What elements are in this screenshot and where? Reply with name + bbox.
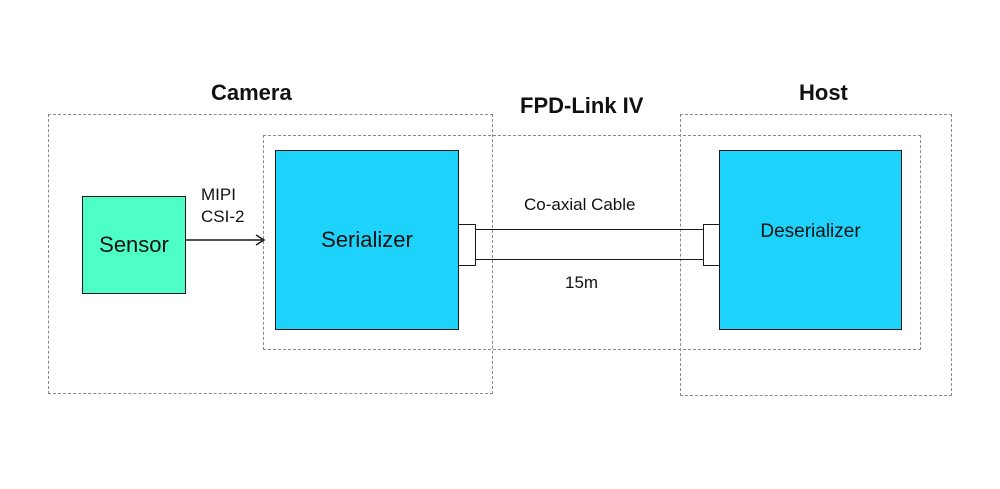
sensor-label: Sensor xyxy=(99,232,169,257)
coax-cable-label: Co-axial Cable xyxy=(524,195,636,214)
mipi-arrow xyxy=(186,234,266,246)
camera-label: Camera xyxy=(211,80,292,105)
host-boundary xyxy=(680,114,952,396)
mipi-csi2-label: MIPI CSI-2 xyxy=(201,184,244,228)
mipi-label-line1: MIPI xyxy=(201,185,236,204)
deserializer-block: Deserializer xyxy=(719,150,902,330)
fpd-link-boundary xyxy=(263,135,921,350)
mipi-label-line2: CSI-2 xyxy=(201,207,245,226)
sensor-block: Sensor xyxy=(82,196,186,294)
deserializer-label: Deserializer xyxy=(760,221,861,242)
fpd-link-label: FPD-Link IV xyxy=(520,93,644,118)
serializer-block: Serializer xyxy=(275,150,459,330)
coax-cable-top-line xyxy=(476,229,704,230)
cable-length-label: 15m xyxy=(565,273,599,292)
serializer-port xyxy=(458,224,476,266)
deserializer-port xyxy=(703,224,720,266)
coax-cable-bottom-line xyxy=(476,259,704,260)
camera-boundary xyxy=(48,114,493,394)
host-label: Host xyxy=(799,80,848,105)
serializer-label: Serializer xyxy=(321,227,413,252)
